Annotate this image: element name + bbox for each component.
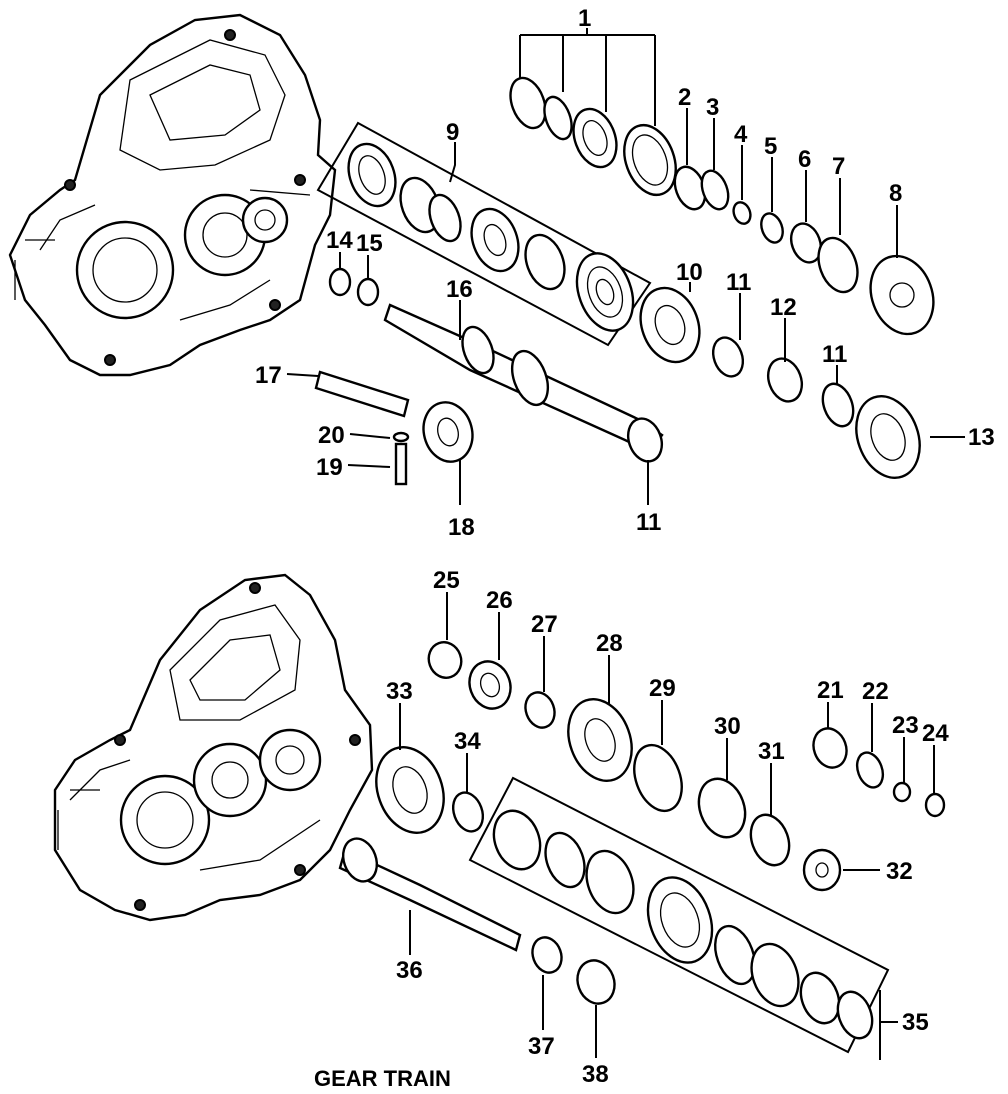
callout-25: 25	[433, 567, 460, 594]
callout-18: 18	[448, 514, 475, 541]
callout-13: 13	[968, 424, 995, 451]
callout-10: 10	[676, 259, 703, 286]
transmission-case-bottom	[53, 573, 374, 922]
callout-9: 9	[446, 119, 459, 146]
mainshaft-36	[338, 837, 522, 952]
callout-32: 32	[886, 858, 913, 885]
countershaft-16	[383, 303, 664, 463]
callout-21: 21	[817, 677, 844, 704]
callout-26: 26	[486, 587, 513, 614]
gear-33	[375, 746, 445, 834]
callout-35: 35	[902, 1009, 929, 1036]
bearing-32	[802, 848, 842, 892]
gear-10	[639, 286, 701, 364]
callout-2: 2	[678, 84, 691, 111]
callout-29: 29	[649, 675, 676, 702]
callout-33: 33	[386, 678, 413, 705]
callout-38: 38	[582, 1061, 609, 1088]
callout-23: 23	[892, 712, 919, 739]
callout-22: 22	[862, 678, 889, 705]
transmission-case-top	[8, 13, 337, 377]
bolt-19-washer-20	[392, 431, 410, 486]
kit-parts-top	[347, 142, 635, 332]
callout-19: 19	[316, 454, 343, 481]
callout-3: 3	[706, 94, 719, 121]
callout-11-right: 11	[822, 341, 847, 368]
gear-13	[855, 395, 921, 479]
callout-37: 37	[528, 1033, 555, 1060]
callout-6: 6	[798, 146, 811, 173]
kit-parts-bottom	[492, 809, 874, 1040]
parts-25-27	[427, 641, 556, 729]
callout-11-lower: 11	[636, 509, 661, 536]
callout-7: 7	[832, 153, 845, 180]
callout-14: 14	[326, 227, 353, 254]
callout-24: 24	[922, 720, 949, 747]
callout-20: 20	[318, 422, 345, 449]
callout-12: 12	[770, 294, 797, 321]
ring-34	[451, 791, 485, 833]
leader-lines	[286, 28, 965, 1060]
part-1-bearing-set	[509, 76, 677, 197]
callout-16: 16	[446, 276, 473, 303]
callout-17: 17	[255, 362, 282, 389]
parts-2-8	[673, 165, 935, 336]
seals-14-15	[328, 267, 380, 307]
callout-15: 15	[356, 230, 383, 257]
callout-4: 4	[734, 121, 748, 148]
callout-labels: 1 2 3 4 5 6 7 8 9 10 11 11 11 12 13 14 1…	[255, 5, 995, 1088]
callout-28: 28	[596, 630, 623, 657]
gear-18	[422, 401, 474, 463]
diagram-title: GEAR TRAIN	[314, 1066, 451, 1091]
callout-27: 27	[531, 611, 558, 638]
callout-30: 30	[714, 713, 741, 740]
callout-31: 31	[758, 738, 785, 765]
bushings-11-12	[711, 336, 855, 428]
callout-5: 5	[764, 133, 777, 160]
callout-11-upper: 11	[726, 269, 751, 296]
mainshaft-kit-box	[316, 121, 652, 347]
callout-34: 34	[454, 728, 481, 755]
gears-28-31	[567, 698, 791, 867]
parts-37-38	[531, 936, 616, 1005]
shaft-17	[314, 370, 410, 418]
callout-1: 1	[578, 5, 591, 32]
callout-8: 8	[889, 180, 902, 207]
callout-36: 36	[396, 957, 423, 984]
countershaft-kit-box	[468, 776, 890, 1054]
